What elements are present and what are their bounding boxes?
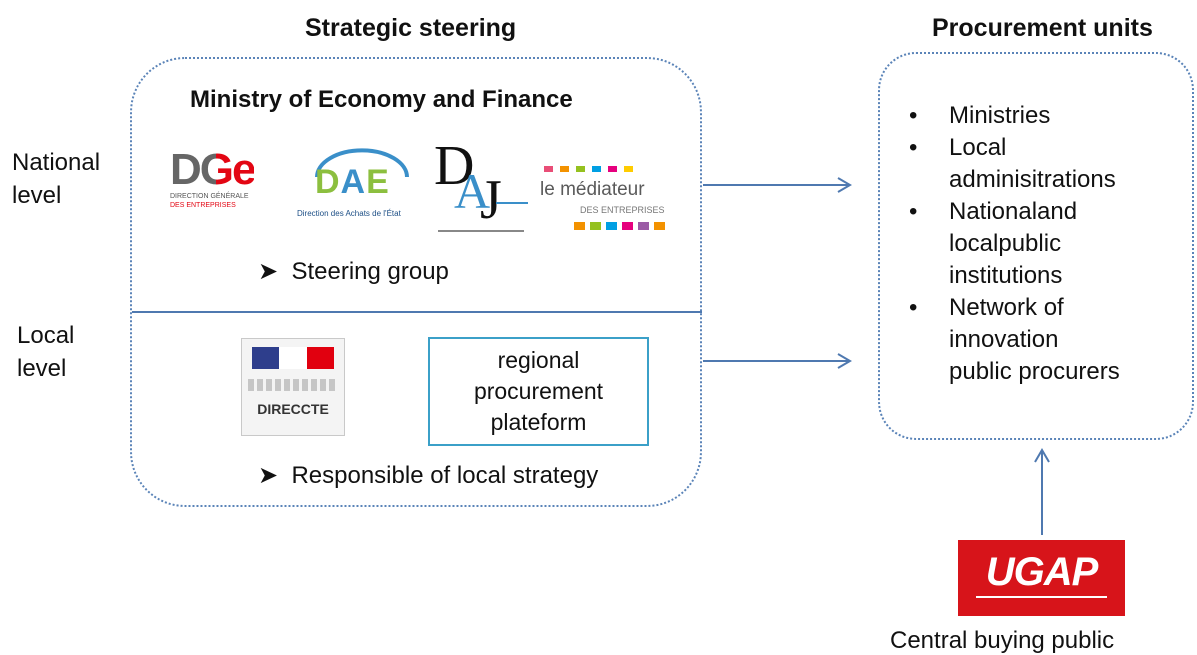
list-item: • Ministries xyxy=(905,100,1189,132)
level-line: level xyxy=(17,355,67,382)
dae-logo: DAE Direction des Achats de l'État xyxy=(297,147,427,225)
arrowhead-bullet-icon: ➤ xyxy=(258,258,279,285)
national-arrowhead-icon xyxy=(837,177,852,193)
bullet-icon: • xyxy=(909,294,918,321)
daj-a: A xyxy=(454,163,491,219)
mediateur-top-squares-icon xyxy=(544,166,633,172)
regional-line: regional xyxy=(497,347,580,373)
list-item-line: innovation xyxy=(949,326,1059,353)
local-level-label: Local level xyxy=(17,319,74,385)
regional-line: plateform xyxy=(490,409,587,435)
dae-letters: DAE xyxy=(315,163,390,201)
dge-mark: DGe xyxy=(170,145,256,194)
strategic-steering-box xyxy=(130,57,702,507)
list-item-line: institutions xyxy=(949,262,1063,289)
regional-procurement-platform-box: regional procurement plateform xyxy=(428,337,649,446)
bullet-icon: • xyxy=(909,134,918,161)
ministry-title: Ministry of Economy and Finance xyxy=(190,86,573,113)
arrowhead-bullet-icon: ➤ xyxy=(258,462,279,489)
ugap-arrowhead-icon xyxy=(1034,448,1050,463)
list-item-line: Network of xyxy=(949,294,1064,321)
strategic-steering-header: Strategic steering xyxy=(305,14,517,42)
steering-group-label: Steering group xyxy=(291,258,449,285)
list-item: • Nationaland localpublic institutions xyxy=(905,196,1189,292)
list-item-line: Local xyxy=(949,134,1007,161)
mediateur-bottom-squares-icon xyxy=(574,222,665,230)
responsible-label: Responsible of local strategy xyxy=(291,462,599,489)
mediateur-logo: le médiateur DES ENTREPRISES xyxy=(540,165,688,237)
daj-j: J xyxy=(480,169,502,231)
procurement-units-header: Procurement units xyxy=(932,14,1153,42)
daj-logo: D A J xyxy=(432,135,532,235)
daj-underline xyxy=(496,202,528,204)
dge-line1: DIRECTION GÉNÉRALE xyxy=(170,193,249,200)
national-line: National xyxy=(12,149,101,176)
list-item-line: localpublic xyxy=(949,230,1062,257)
national-local-divider xyxy=(132,311,702,313)
bullet-icon: • xyxy=(909,102,918,129)
procurement-units-list: • Ministries • Local adminisitrations • … xyxy=(905,100,1189,388)
central-buying-label: Central buying public xyxy=(890,627,1115,654)
marianne-flag-icon xyxy=(252,347,334,369)
mediateur-line2: DES ENTREPRISES xyxy=(580,205,665,215)
bullet-icon: • xyxy=(909,198,918,225)
dae-caption: Direction des Achats de l'État xyxy=(297,209,401,218)
direccte-logo: DIRECCTE xyxy=(241,338,345,436)
procurement-units-box xyxy=(878,52,1194,440)
ugap-mark: UGAP xyxy=(985,550,1099,594)
direccte-label: DIRECCTE xyxy=(257,401,329,417)
mediateur-line1: le médiateur xyxy=(540,179,645,200)
list-item-line: adminisitrations xyxy=(949,166,1116,193)
responsible-local-strategy-item: ➤ Responsible of local strategy xyxy=(258,461,598,490)
list-item-line: public procurers xyxy=(949,358,1120,385)
steering-group-item: ➤ Steering group xyxy=(258,257,449,286)
dae-mark: DAE xyxy=(315,163,390,202)
list-item-line: Ministries xyxy=(949,102,1051,129)
list-item: • Local adminisitrations xyxy=(905,132,1189,196)
list-item-line: Nationaland xyxy=(949,198,1078,225)
dge-line2: DES ENTREPRISES xyxy=(170,202,236,209)
daj-footer-line xyxy=(438,230,524,232)
local-line: Local xyxy=(17,322,75,349)
direccte-subtext xyxy=(248,379,338,391)
daj-d: D xyxy=(434,135,475,197)
national-level-label: National level xyxy=(12,146,100,212)
regional-line: procurement xyxy=(473,378,604,404)
dge-logo: DGe DIRECTION GÉNÉRALE DES ENTREPRISES xyxy=(170,148,280,218)
ugap-logo: UGAP xyxy=(958,540,1125,616)
level-line: level xyxy=(12,182,62,209)
list-item: • Network of innovation public procurers xyxy=(905,292,1189,388)
dae-arc-icon xyxy=(315,148,409,178)
local-arrowhead-icon xyxy=(837,353,852,369)
ugap-underline xyxy=(976,596,1107,598)
